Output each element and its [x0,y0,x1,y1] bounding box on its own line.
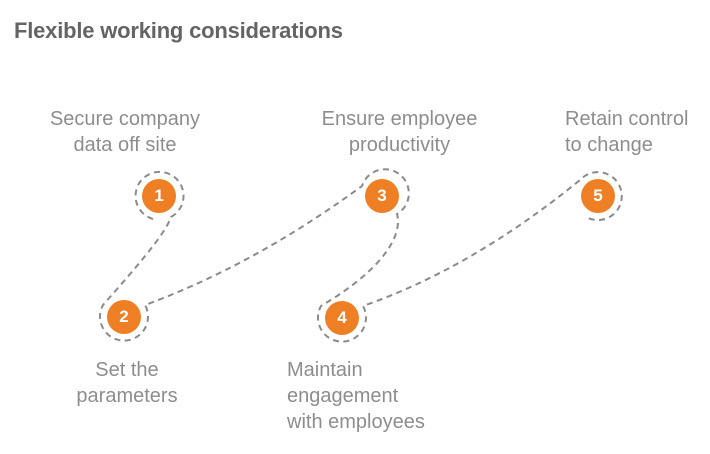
step-5-badge: 5 [581,179,615,213]
step-2-badge: 2 [107,300,141,334]
step-2-label: Set the parameters [76,359,178,407]
step-3-label: Ensure employee productivity [321,108,478,156]
step-4-label: Maintain engagement with employees [287,359,425,433]
step-1-badge: 1 [142,179,176,213]
step-4-badge: 4 [325,301,359,335]
step-3-badge: 3 [365,179,399,213]
step-5-label: Retain control to change [565,108,689,156]
step-1-label: Secure company data off site [49,108,201,156]
page-title: Flexible working considerations [14,18,343,43]
connector-path [99,168,623,343]
